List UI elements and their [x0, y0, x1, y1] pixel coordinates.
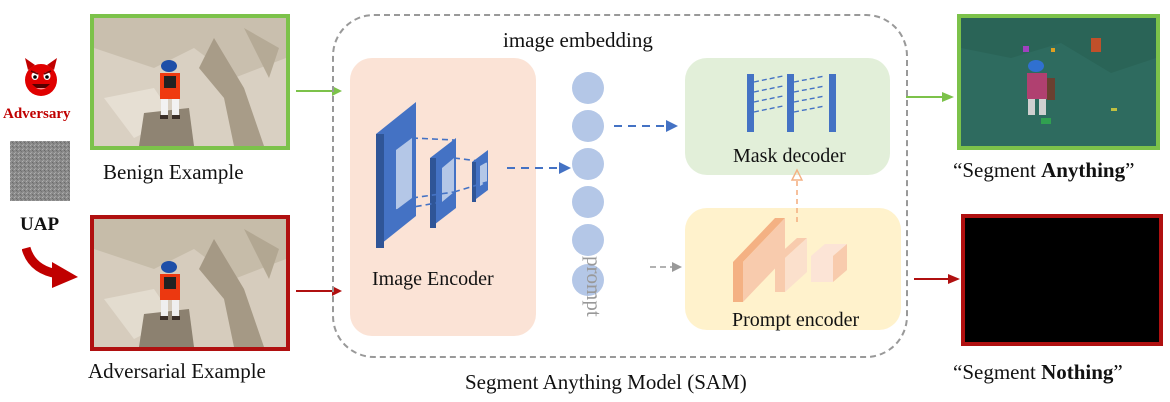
decoder-layers-icon: [747, 74, 836, 132]
sam-model-box: [332, 14, 908, 358]
embedding-to-decoder-arrow: [614, 120, 678, 132]
segment-nothing-label: “Segment Nothing”: [953, 360, 1123, 385]
prompt-label: prompt: [582, 256, 606, 317]
segment-nothing-mask: [961, 214, 1163, 346]
token-circle: [572, 110, 604, 142]
devil-icon: [22, 56, 60, 100]
encoder-layers-icon: [376, 102, 488, 248]
segment-nothing-bold: Nothing: [1041, 360, 1114, 384]
prompt-to-decoder-arrow: [790, 168, 804, 222]
image-encoder-panel: [350, 58, 536, 336]
encoder-to-embedding-arrow: [507, 162, 571, 174]
benign-input-arrow: [296, 86, 342, 96]
prompt-encoder-layers-icon: [733, 218, 847, 302]
adversarial-example-image: [90, 215, 290, 351]
embedding-tokens: [570, 70, 606, 302]
prompt-encoder-label: Prompt encoder: [732, 309, 860, 331]
benign-example-label: Benign Example: [103, 160, 244, 184]
token-circle: [572, 224, 604, 256]
token-circle: [572, 186, 604, 218]
segment-nothing-prefix: “Segment: [953, 360, 1042, 384]
segment-anything-label: “Segment Anything”: [953, 158, 1134, 183]
uap-noise-icon: [10, 141, 70, 201]
segment-anything-bold: Anything: [1041, 158, 1126, 182]
mask-decoder-panel: [685, 58, 890, 175]
adversary-label: Adversary: [3, 106, 71, 122]
red-curved-arrow-icon: [21, 244, 82, 290]
image-encoder-label: Image Encoder: [372, 268, 494, 290]
segment-nothing-suffix: ”: [1113, 360, 1123, 384]
benign-output-arrow: [906, 92, 954, 102]
prompt-arrow: [650, 262, 682, 272]
token-circle: [572, 72, 604, 104]
adversarial-input-arrow: [296, 286, 342, 296]
segment-anything-mask: [957, 14, 1160, 150]
adversarial-example-label: Adversarial Example: [88, 359, 266, 383]
segment-anything-prefix: “Segment: [953, 158, 1042, 182]
prompt-encoder-panel: [685, 208, 901, 330]
segment-anything-suffix: ”: [1125, 158, 1135, 182]
uap-label: UAP: [20, 214, 60, 235]
token-circle: [572, 148, 604, 180]
benign-example-image: [90, 14, 290, 150]
image-embedding-label: image embedding: [503, 28, 653, 52]
mask-decoder-label: Mask decoder: [733, 145, 846, 167]
token-circle: [572, 264, 604, 296]
adversarial-output-arrow: [914, 274, 960, 284]
sam-model-label: Segment Anything Model (SAM): [465, 370, 747, 394]
